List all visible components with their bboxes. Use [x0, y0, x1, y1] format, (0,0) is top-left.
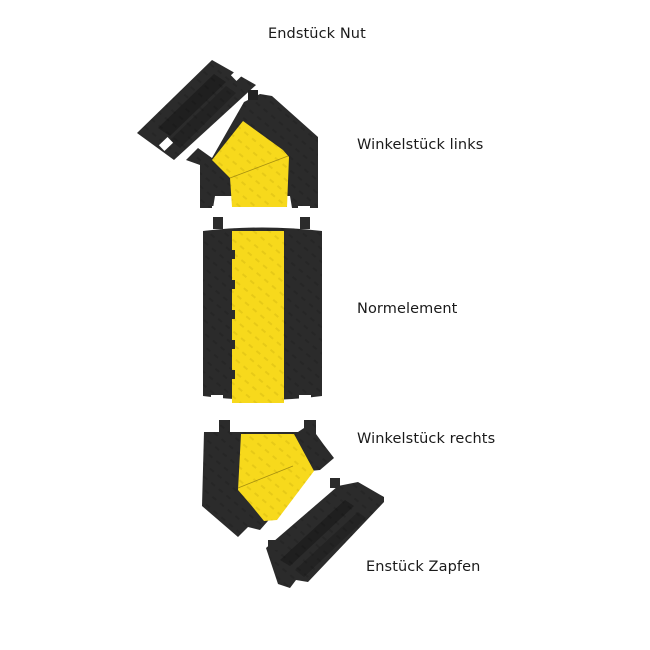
end-piece-groove [137, 60, 256, 160]
angle-piece-right [202, 420, 334, 537]
label-angle-piece-right: Winkelstück rechts [357, 431, 496, 447]
end-piece-pin [266, 478, 384, 588]
label-end-piece-pin: Enstück Zapfen [366, 559, 481, 575]
label-standard-element: Normelement [357, 301, 458, 317]
angle-piece-left [186, 90, 318, 212]
label-end-piece-groove: Endstück Nut [268, 26, 366, 42]
standard-element [203, 217, 322, 405]
label-angle-piece-left: Winkelstück links [357, 137, 484, 153]
